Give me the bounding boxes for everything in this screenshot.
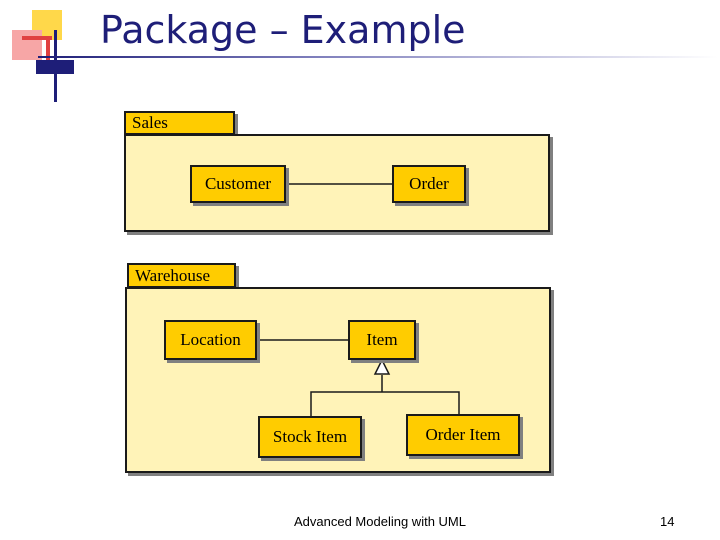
slide-title: Package – Example (100, 8, 466, 52)
decor-block (36, 60, 74, 74)
class-stock-item: Stock Item (258, 416, 362, 458)
page-number: 14 (660, 514, 675, 529)
slide-footer: Advanced Modeling with UML (294, 514, 466, 529)
decor-square-pink (12, 30, 42, 60)
title-underline (38, 56, 718, 58)
class-order-item: Order Item (406, 414, 520, 456)
generalization-lines (310, 375, 460, 416)
decor-red-bar (22, 36, 52, 40)
package-body-sales (124, 134, 550, 232)
class-location: Location (164, 320, 257, 360)
class-customer: Customer (190, 165, 286, 203)
class-item: Item (348, 320, 416, 360)
package-tab-sales: Sales (124, 111, 235, 135)
class-order: Order (392, 165, 466, 203)
generalization-arrowhead (373, 358, 391, 375)
decor-red-stem (46, 40, 50, 66)
